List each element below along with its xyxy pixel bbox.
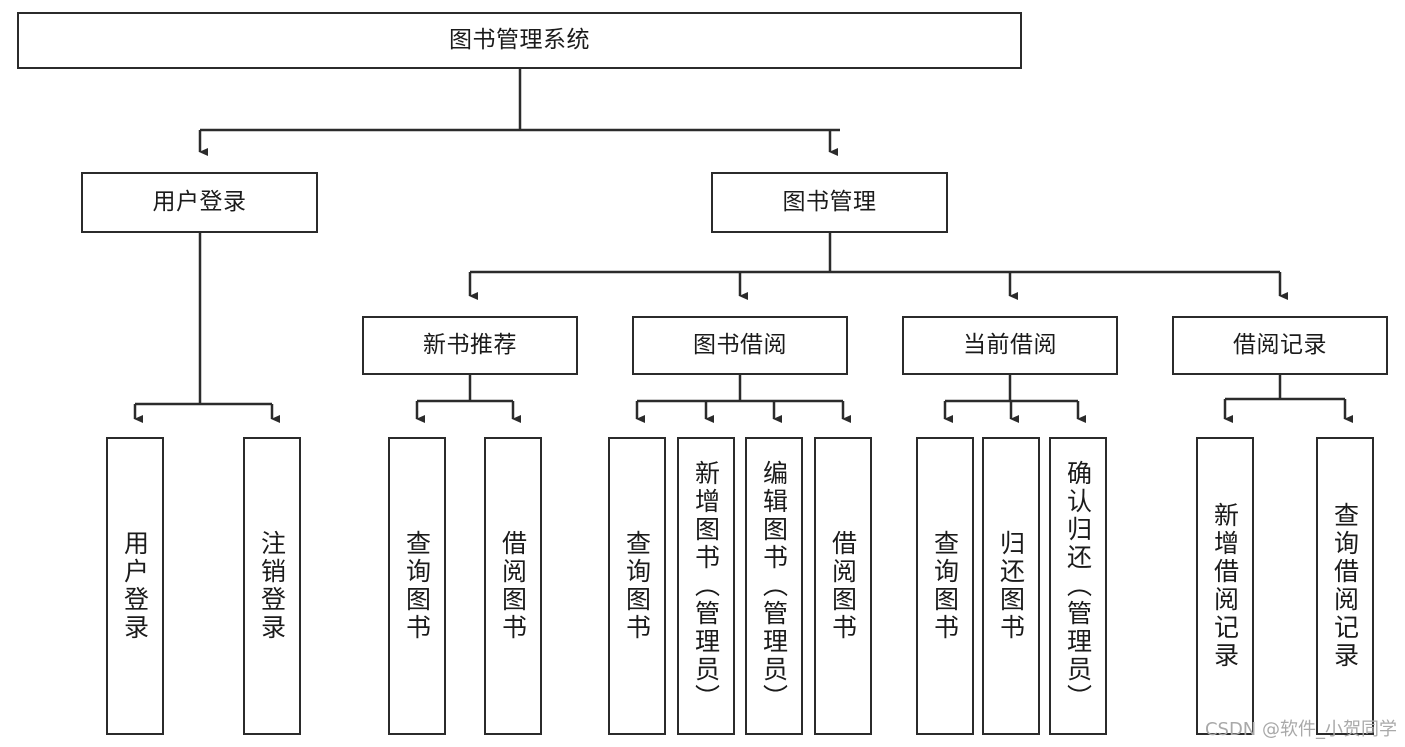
leaf-label: 编辑图书（管理员） [759,460,789,712]
leaf-label: 借阅图书 [498,530,528,642]
leaf-borrow-record-query[interactable]: 查询借阅记录 [1316,437,1374,735]
leaf-label: 注销登录 [257,530,287,642]
node-root-label: 图书管理系统 [449,26,590,53]
node-new-book-recommend[interactable]: 新书推荐 [362,316,578,375]
leaf-label: 借阅图书 [828,530,858,642]
leaf-label: 确认归还（管理员） [1063,460,1093,712]
leaf-current-borrow-query[interactable]: 查询图书 [916,437,974,735]
node-root[interactable]: 图书管理系统 [17,12,1022,69]
node-borrow-record-label: 借阅记录 [1233,331,1327,358]
leaf-new-book-query[interactable]: 查询图书 [388,437,446,735]
leaf-book-borrow-query[interactable]: 查询图书 [608,437,666,735]
node-current-borrow[interactable]: 当前借阅 [902,316,1118,375]
node-user-login[interactable]: 用户登录 [81,172,318,233]
leaf-label: 归还图书 [996,530,1026,642]
leaf-current-borrow-confirm[interactable]: 确认归还（管理员） [1049,437,1107,735]
leaf-current-borrow-return[interactable]: 归还图书 [982,437,1040,735]
leaf-new-book-borrow[interactable]: 借阅图书 [484,437,542,735]
leaf-user-login-login[interactable]: 用户登录 [106,437,164,735]
leaf-label: 新增图书（管理员） [691,460,721,712]
leaf-book-borrow-edit[interactable]: 编辑图书（管理员） [745,437,803,735]
node-book-borrow[interactable]: 图书借阅 [632,316,848,375]
leaf-label: 查询图书 [930,530,960,642]
leaf-label: 查询借阅记录 [1330,502,1360,670]
leaf-label: 用户登录 [120,530,150,642]
leaf-user-login-logout[interactable]: 注销登录 [243,437,301,735]
leaf-borrow-record-add[interactable]: 新增借阅记录 [1196,437,1254,735]
node-current-borrow-label: 当前借阅 [963,331,1057,358]
leaf-label: 新增借阅记录 [1210,502,1240,670]
leaf-label: 查询图书 [622,530,652,642]
node-new-book-recommend-label: 新书推荐 [423,331,517,358]
leaf-label: 查询图书 [402,530,432,642]
leaf-book-borrow-borrow[interactable]: 借阅图书 [814,437,872,735]
node-book-borrow-label: 图书借阅 [693,331,787,358]
node-borrow-record[interactable]: 借阅记录 [1172,316,1388,375]
csdn-watermark: CSDN @软件_小贺同学 [1204,719,1397,740]
node-book-management[interactable]: 图书管理 [711,172,948,233]
leaf-book-borrow-add[interactable]: 新增图书（管理员） [677,437,735,735]
node-book-management-label: 图书管理 [782,188,877,215]
node-user-login-label: 用户登录 [152,188,247,215]
